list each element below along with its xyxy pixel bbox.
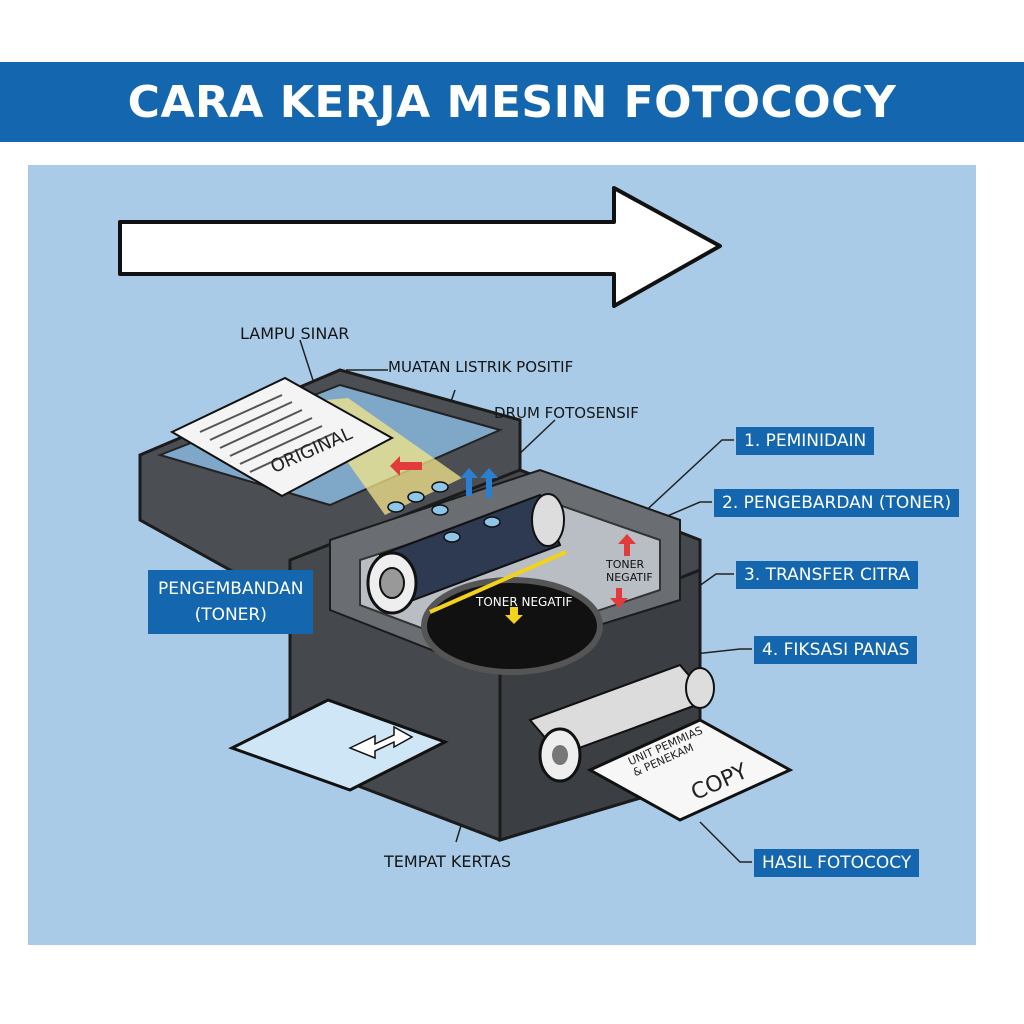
label-toner-negatif-drum: TONER NEGATIF xyxy=(476,595,573,609)
copy-output-paper xyxy=(586,718,794,822)
drum-assembly xyxy=(366,493,603,675)
charge-arrow-icon xyxy=(505,607,523,624)
result-label: HASIL FOTOCOCY xyxy=(754,849,920,877)
label-drum-fotosensif: DRUM FOTOSENSIF xyxy=(494,404,639,422)
charge-arrow-icon xyxy=(610,588,628,608)
charge-dots xyxy=(387,481,501,543)
label-lampu-sinar: LAMPU SINAR xyxy=(240,324,350,343)
step-2-label: 2. PENGEBARDAN (TONER) xyxy=(714,489,960,517)
direction-arrow-icon xyxy=(118,186,722,308)
charge-arrow-icon xyxy=(480,468,498,498)
label-pengembandan: PENGEMBANDAN (TONER) xyxy=(148,570,314,634)
label-toner-negatif-side: TONER NEGATIF xyxy=(606,558,653,584)
charge-arrow-icon xyxy=(390,456,422,476)
paper-feed-arrow-icon xyxy=(348,725,414,760)
charge-arrow-icon xyxy=(618,534,636,556)
step-1-label: 1. PEMINIDAIN xyxy=(736,427,875,455)
fuser-rollers xyxy=(528,663,715,783)
label-tempat-kertas: TEMPAT KERTAS xyxy=(384,852,512,871)
original-document xyxy=(169,376,395,498)
step-3-label: 3. TRANSFER CITRA xyxy=(736,561,919,589)
charge-arrow-icon xyxy=(460,468,478,496)
paper-tray xyxy=(228,698,449,792)
title-banner: CARA KERJA MESIN FOTOCOCY xyxy=(0,62,1024,142)
step-4-label: 4. FIKSASI PANAS xyxy=(754,636,918,664)
page-title: CARA KERJA MESIN FOTOCOCY xyxy=(127,76,897,128)
label-muatan-listrik: MUATAN LISTRIK POSITIF xyxy=(388,358,574,376)
